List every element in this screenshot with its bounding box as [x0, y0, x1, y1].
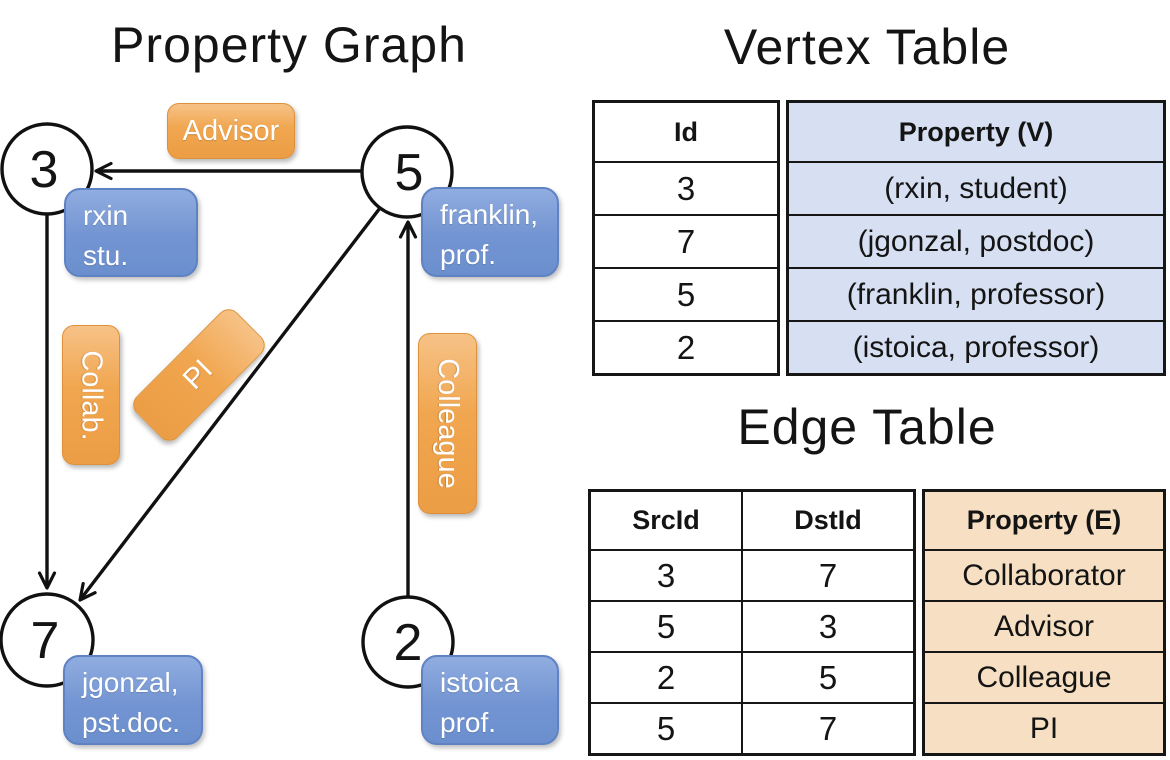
edge-table-cell-srcid: 5 [591, 600, 741, 651]
vertex-prop-box-3: rxin stu. [64, 188, 198, 277]
edge-table-cell-property: Colleague [925, 651, 1163, 702]
edge-table-header-property: Property (E) [966, 505, 1122, 535]
vertex-prop-box-2: istoica prof. [421, 655, 559, 745]
edge-table-cell-dstid: 7 [743, 549, 913, 600]
vertex-table-cell-property: (istoica, professor) [789, 320, 1163, 373]
vertex-table-cell-id: 5 [595, 267, 777, 320]
edge-table-dstid-column: DstId 7 3 5 7 [741, 492, 913, 753]
edge-label-advisor: Advisor [167, 103, 295, 159]
vertex-table-cell-property: (rxin, student) [789, 161, 1163, 214]
edge-table-cell-srcid: 5 [591, 702, 741, 753]
vertex-table-cell-id: 2 [595, 320, 777, 373]
vertex-table-header-id: Id [674, 116, 698, 147]
edge-label-collab: Collab. [62, 325, 120, 465]
edge-table-property-column: Property (E) Collaborator Advisor Collea… [922, 489, 1166, 756]
edge-table-cell-dstid: 5 [743, 651, 913, 702]
node-id-5: 5 [395, 144, 424, 202]
vertex-table-title: Vertex Table [723, 19, 1011, 75]
edge-table-title: Edge Table [737, 399, 997, 455]
vertex-table-cell-property: (franklin, professor) [789, 267, 1163, 320]
vertex-prop-box-5: franklin, prof. [421, 187, 559, 277]
node-id-2: 2 [394, 614, 423, 672]
vertex-table-cell-property: (jgonzal, postdoc) [789, 214, 1163, 267]
edge-line-5-to-7 [78, 206, 382, 602]
vertex-prop-box-7: jgonzal, pst.doc. [63, 655, 203, 745]
edge-table-cell-srcid: 3 [591, 549, 741, 600]
vertex-table-property-column: Property (V) (rxin, student) (jgonzal, p… [786, 100, 1166, 376]
edge-label-colleague: Colleague [418, 333, 477, 514]
property-graph-title: Property Graph [111, 17, 467, 73]
edge-table-cell-dstid: 7 [743, 702, 913, 753]
edge-table-cell-srcid: 2 [591, 651, 741, 702]
vertex-table-id-column: Id 3 7 5 2 [592, 100, 780, 376]
edge-table-cell-property: Advisor [925, 600, 1163, 651]
edge-table-cell-property: Collaborator [925, 549, 1163, 600]
edge-table-header-srcid: SrcId [632, 505, 700, 535]
edge-table-cell-property: PI [925, 702, 1163, 753]
edge-table-cell-dstid: 3 [743, 600, 913, 651]
edge-table-id-columns: SrcId 3 5 2 5 DstId 7 3 5 7 [588, 489, 916, 756]
node-id-3: 3 [30, 141, 59, 199]
vertex-table-cell-id: 3 [595, 161, 777, 214]
edge-table-srcid-column: SrcId 3 5 2 5 [591, 492, 741, 753]
edge-table-header-dstid: DstId [794, 505, 862, 535]
node-id-7: 7 [31, 612, 60, 670]
vertex-table-cell-id: 7 [595, 214, 777, 267]
vertex-table-header-property: Property (V) [898, 116, 1054, 147]
